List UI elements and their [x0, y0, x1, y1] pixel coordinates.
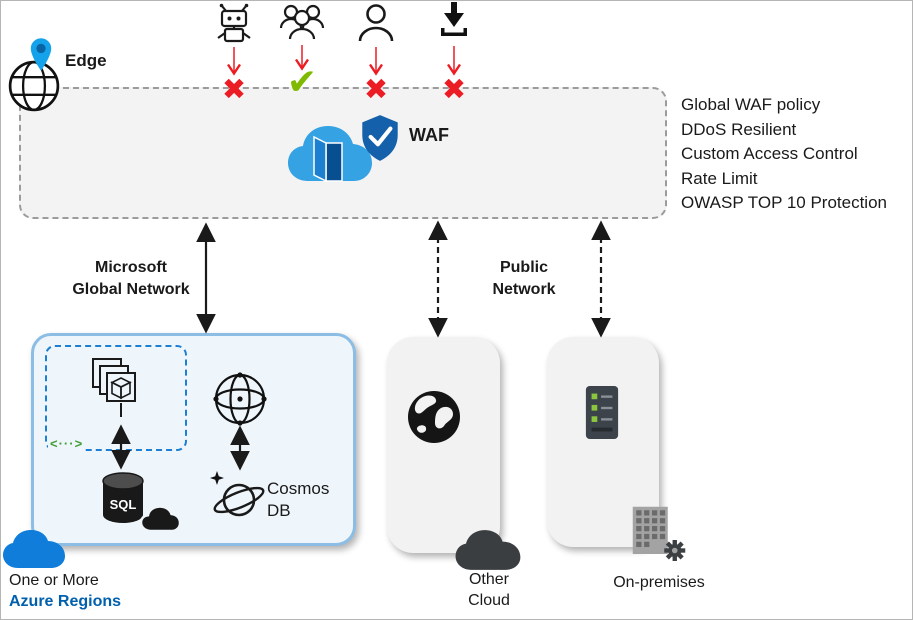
- sparkle-icon: [210, 471, 224, 485]
- other-cloud-caption: Other Cloud: [468, 571, 510, 609]
- dark-cloud-icon: [455, 530, 521, 570]
- sql-label: SQL: [110, 497, 137, 512]
- server-icon: [585, 385, 619, 440]
- user-group-icon: [279, 4, 325, 40]
- waf-feature-list: Global WAF policy DDoS Resilient Custom …: [681, 93, 911, 216]
- public-network-label: Public Network: [492, 259, 556, 298]
- cosmos-db-label: Cosmos DB: [267, 479, 330, 520]
- waf-feature: Global WAF policy: [681, 95, 821, 114]
- user-icon: [358, 4, 394, 42]
- microsoft-global-network-label: Microsoft Global Network: [72, 259, 190, 298]
- waf-feature: Rate Limit: [681, 168, 758, 188]
- waf-feature: DDoS Resilient: [681, 119, 797, 139]
- cosmos-db-icon: [210, 471, 265, 517]
- other-cloud-box: [387, 337, 500, 553]
- network-globe-icon: [213, 372, 267, 426]
- blocked-x-icon: ✖: [363, 72, 389, 106]
- location-pin-icon: [30, 38, 52, 71]
- waf-feature: OWASP TOP 10 Protection: [681, 193, 887, 212]
- edge-label: Edge: [65, 51, 107, 70]
- sql-database-icon: SQL: [102, 472, 182, 533]
- blocked-x-icon: ✖: [441, 72, 467, 106]
- waf-label: WAF: [409, 125, 449, 145]
- front-door-cloud-icon: [288, 126, 372, 183]
- bot-icon: [217, 3, 251, 43]
- allowed-check-icon: ✔: [286, 62, 318, 103]
- download-icon: [441, 2, 467, 36]
- code-icon: <···>: [48, 436, 86, 451]
- building-gear-icon: [632, 506, 686, 561]
- container-stack-icon: [92, 358, 136, 417]
- gear-icon: [664, 540, 686, 561]
- globe-icon: [8, 60, 60, 112]
- azure-cloud-icon: [3, 530, 65, 568]
- azure-region-caption: One or More Azure Regions: [9, 572, 122, 610]
- blocked-x-icon: ✖: [221, 72, 247, 106]
- earth-icon: [408, 391, 460, 443]
- cloud-icon: [139, 505, 182, 533]
- red-arrow: [227, 45, 461, 76]
- waf-feature: Custom Access Control: [681, 144, 858, 163]
- on-premises-caption: On-premises: [613, 574, 705, 591]
- shield-check-icon: [362, 115, 398, 161]
